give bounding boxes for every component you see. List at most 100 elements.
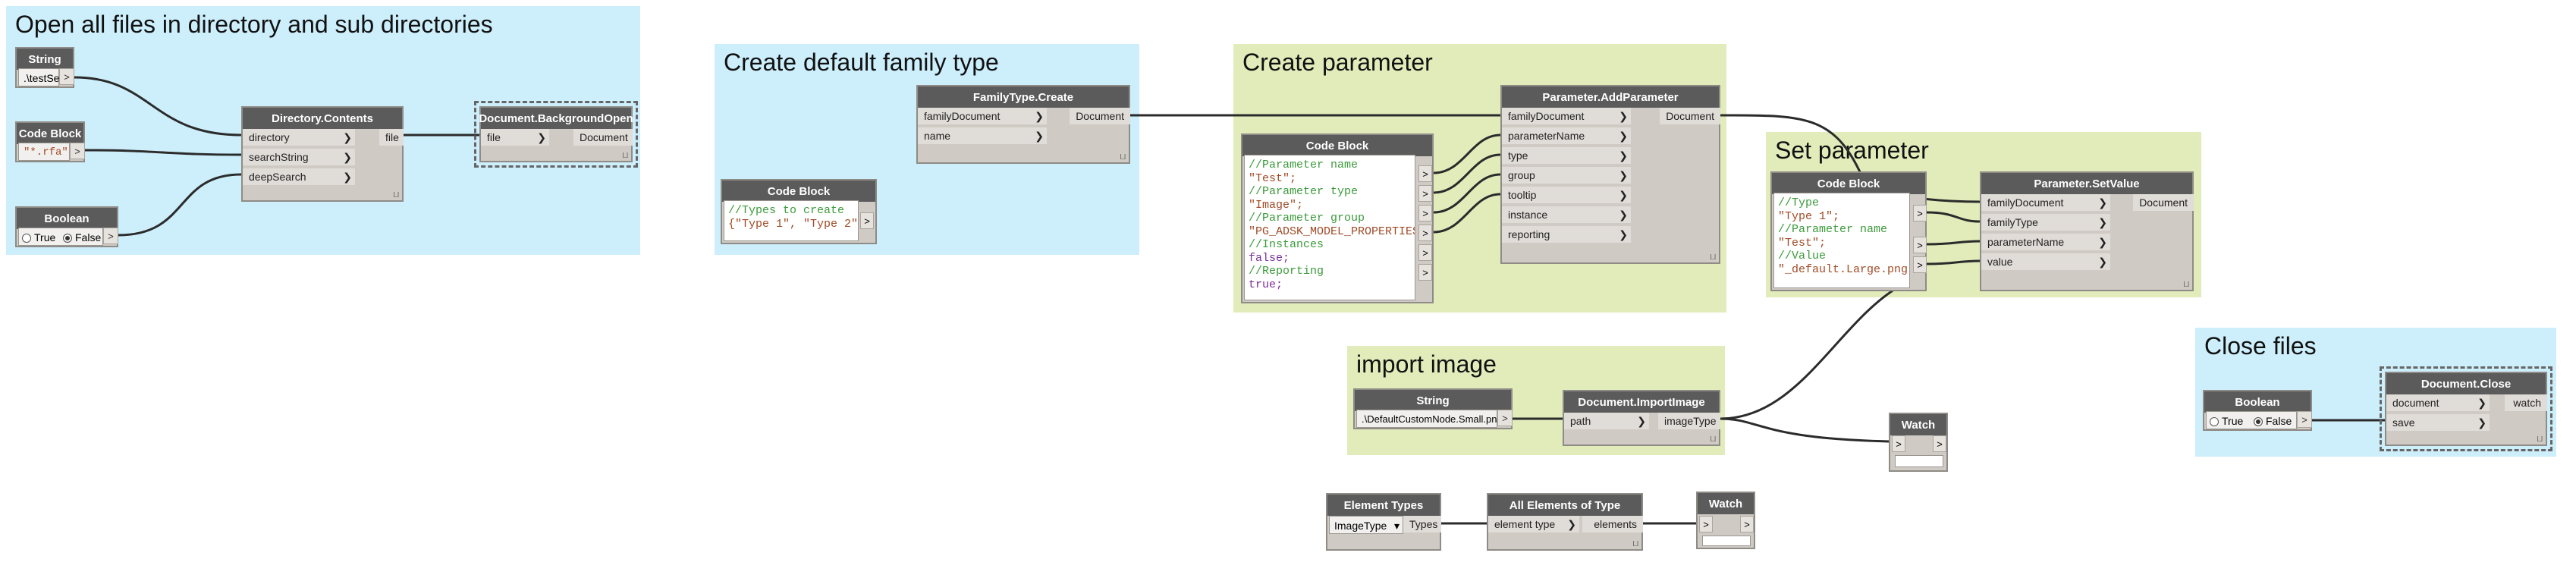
code-editor[interactable]: //Types to create{"Type 1", "Type 2"}; <box>724 200 859 241</box>
output-port[interactable]: > <box>1497 410 1513 426</box>
output-port[interactable]: > <box>1913 205 1927 221</box>
reporting-port[interactable]: reporting❯ <box>1502 226 1631 243</box>
document-in-port[interactable]: document❯ <box>2386 394 2490 411</box>
document-close-node[interactable]: Document.Close document❯ save❯ watch ⨆ <box>2380 366 2552 451</box>
value-port[interactable]: value❯ <box>1981 253 2110 270</box>
code-line: //Type <box>1778 196 1820 209</box>
output-port[interactable]: > <box>70 143 85 159</box>
port-label: name <box>924 130 951 142</box>
set-value-node[interactable]: Parameter.SetValue familyDocument❯ famil… <box>1980 171 2194 291</box>
boolean-toggle[interactable]: True False <box>2206 411 2297 429</box>
output-port[interactable]: > <box>1933 435 1946 452</box>
types-out-port[interactable]: Types <box>1403 516 1441 532</box>
background-open-node[interactable]: Document.BackgroundOpen file❯ Document ⨆ <box>474 101 638 168</box>
document-out-port[interactable]: Document <box>1070 108 1130 124</box>
directory-contents-node[interactable]: Directory.Contents directory❯ searchStri… <box>241 106 404 202</box>
output-port[interactable]: > <box>103 228 118 244</box>
port-label: familyDocument <box>924 110 1001 122</box>
code-line: "Test"; <box>1249 171 1297 185</box>
watch-node[interactable]: Watch > > <box>1889 413 1948 472</box>
document-out-port[interactable]: Document <box>2133 194 2194 211</box>
code-input[interactable]: "*.rfa"; <box>18 143 74 161</box>
code-line: //Parameter type <box>1249 185 1359 198</box>
resize-icon[interactable]: ⨆ <box>1710 253 1716 260</box>
output-port[interactable]: > <box>1418 264 1432 281</box>
parameter-name-port[interactable]: parameterName❯ <box>1981 234 2110 250</box>
boolean-node[interactable]: Boolean True False > <box>15 206 118 247</box>
code-block-node[interactable]: Code Block "*.rfa"; > <box>15 121 85 162</box>
resize-icon[interactable]: ⨆ <box>1632 539 1638 547</box>
group-port[interactable]: group❯ <box>1502 167 1631 184</box>
input-port[interactable]: > <box>1699 516 1713 532</box>
code-line: //Parameter name <box>1249 159 1359 171</box>
tooltip-port[interactable]: tooltip❯ <box>1502 187 1631 203</box>
file-out-port[interactable]: file <box>379 129 404 146</box>
document-out-port[interactable]: Document <box>1660 108 1720 124</box>
code-block-node[interactable]: Code Block //Type"Type 1";//Parameter na… <box>1770 171 1927 291</box>
input-port[interactable]: > <box>1892 435 1905 452</box>
string-node[interactable]: String .\testSet > <box>15 47 74 88</box>
resize-icon[interactable]: ⨆ <box>622 151 628 159</box>
element-type-port[interactable]: element type❯ <box>1488 516 1579 532</box>
true-option[interactable]: True <box>2210 412 2243 430</box>
resize-icon[interactable]: ⨆ <box>1710 435 1716 442</box>
family-type-create-node[interactable]: FamilyType.Create familyDocument❯ name❯ … <box>916 85 1130 164</box>
family-document-port[interactable]: familyDocument❯ <box>1502 108 1631 124</box>
output-port[interactable]: > <box>59 68 74 85</box>
element-types-node[interactable]: Element Types ImageType ▾ Types <box>1326 493 1441 551</box>
family-document-port[interactable]: familyDocument❯ <box>918 108 1047 124</box>
path-port[interactable]: path❯ <box>1564 413 1649 429</box>
document-out-port[interactable]: Document <box>573 129 633 146</box>
code-editor[interactable]: //Parameter name"Test";//Parameter type"… <box>1244 155 1415 300</box>
family-type-port[interactable]: familyType❯ <box>1981 214 2110 231</box>
instance-port[interactable]: instance❯ <box>1502 206 1631 223</box>
port-label: element type <box>1494 518 1556 530</box>
chevron-right-icon: ❯ <box>2098 256 2107 268</box>
code-line: //Instances <box>1249 238 1324 251</box>
false-option[interactable]: False <box>2254 412 2292 430</box>
boolean-toggle[interactable]: True False <box>18 228 103 246</box>
port-label: parameterName <box>1987 236 2065 248</box>
element-type-dropdown[interactable]: ImageType ▾ <box>1329 516 1403 534</box>
image-type-out-port[interactable]: imageType <box>1658 413 1720 429</box>
resize-icon[interactable]: ⨆ <box>2537 435 2543 442</box>
type-port[interactable]: type❯ <box>1502 147 1631 164</box>
output-port[interactable]: > <box>860 212 874 229</box>
parameter-name-port[interactable]: parameterName❯ <box>1502 127 1631 144</box>
directory-port[interactable]: directory❯ <box>243 129 355 146</box>
file-in-port[interactable]: file❯ <box>481 129 549 146</box>
chevron-right-icon: ❯ <box>343 151 352 163</box>
family-document-port[interactable]: familyDocument❯ <box>1981 194 2110 211</box>
add-parameter-node[interactable]: Parameter.AddParameter familyDocument❯ p… <box>1500 85 1720 264</box>
code-editor[interactable]: //Type"Type 1";//Parameter name"Test";//… <box>1773 193 1910 288</box>
name-port[interactable]: name❯ <box>918 127 1047 144</box>
deep-search-port[interactable]: deepSearch❯ <box>243 168 355 185</box>
watch-out-port[interactable]: watch <box>2505 394 2547 411</box>
output-port[interactable]: > <box>1740 516 1754 532</box>
resize-icon[interactable]: ⨆ <box>393 190 399 198</box>
import-image-node[interactable]: Document.ImportImage path❯ imageType ⨆ <box>1563 390 1720 446</box>
output-port[interactable]: > <box>2297 411 2312 428</box>
code-block-node[interactable]: Code Block //Parameter name"Test";//Para… <box>1241 134 1434 303</box>
boolean-node[interactable]: Boolean True False > <box>2203 390 2312 431</box>
save-port[interactable]: save❯ <box>2386 414 2490 431</box>
code-block-node[interactable]: Code Block //Types to create{"Type 1", "… <box>721 179 877 244</box>
false-option[interactable]: False <box>63 228 101 247</box>
elements-out-port[interactable]: elements <box>1582 516 1643 532</box>
output-port[interactable]: > <box>1418 225 1432 241</box>
string-input[interactable]: .\DefaultCustomNode.Small.png <box>1356 410 1503 428</box>
string-node[interactable]: String .\DefaultCustomNode.Small.png > <box>1353 388 1513 429</box>
output-port[interactable]: > <box>1418 205 1432 221</box>
output-port[interactable]: > <box>1418 165 1432 182</box>
output-port[interactable]: > <box>1913 237 1927 253</box>
search-string-port[interactable]: searchString❯ <box>243 149 355 165</box>
resize-icon[interactable]: ⨆ <box>2183 280 2189 287</box>
output-port[interactable]: > <box>1418 244 1432 261</box>
output-port[interactable]: > <box>1418 185 1432 202</box>
all-elements-of-type-node[interactable]: All Elements of Type element type❯ eleme… <box>1487 493 1643 551</box>
string-input[interactable]: .\testSet <box>18 68 62 86</box>
watch-node[interactable]: Watch > > <box>1696 492 1755 549</box>
output-port[interactable]: > <box>1913 256 1927 273</box>
resize-icon[interactable]: ⨆ <box>1120 152 1126 160</box>
true-option[interactable]: True <box>22 228 55 247</box>
